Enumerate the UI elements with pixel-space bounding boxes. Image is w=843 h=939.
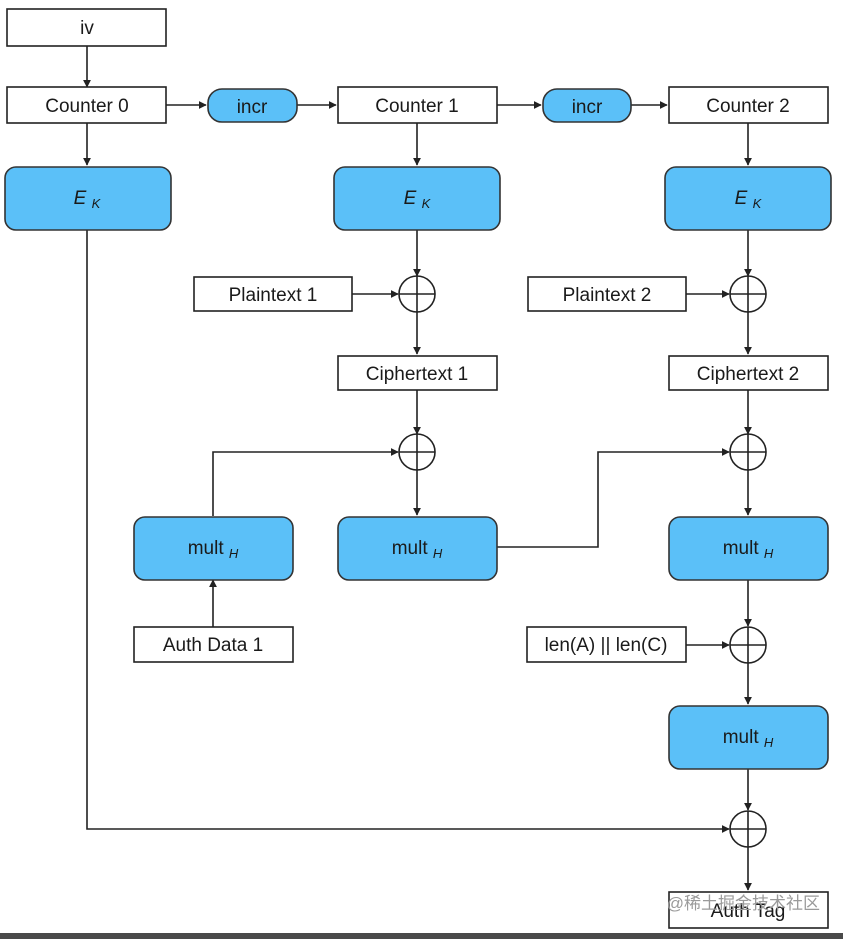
ek-subscript: K — [753, 196, 763, 211]
plaintext-2-label: Plaintext 2 — [563, 285, 652, 306]
mult-subscript: H — [433, 546, 443, 561]
ek-label: E — [735, 188, 748, 209]
ek-label: E — [74, 188, 87, 209]
auth-tag-box: Auth Tag — [668, 891, 829, 929]
ek-subscript: K — [422, 196, 432, 211]
mult-label: mult — [723, 727, 760, 748]
ciphertext-1-box: Ciphertext 1 — [337, 355, 498, 391]
wire-ek0-final-xor — [86, 230, 730, 833]
auth-data-1-label: Auth Data 1 — [163, 635, 263, 656]
mult-subscript: H — [229, 546, 239, 561]
xor-icon — [398, 433, 436, 471]
ek-block-2: E K — [664, 166, 832, 231]
xor-icon — [729, 433, 767, 471]
svg-text:mult H: mult H — [723, 538, 774, 561]
xor-icon — [398, 275, 436, 313]
counter-0-label: Counter 0 — [45, 96, 128, 117]
wire-multB-xor — [497, 448, 730, 548]
ek-block-0: E K — [4, 166, 172, 231]
mult-block-1: mult H — [337, 516, 498, 581]
counter-1-label: Counter 1 — [375, 96, 458, 117]
iv-label: iv — [80, 18, 94, 39]
ciphertext-2-label: Ciphertext 2 — [697, 364, 799, 385]
plaintext-1-label: Plaintext 1 — [229, 285, 318, 306]
mult-label: mult — [723, 538, 760, 559]
auth-data-1-box: Auth Data 1 — [133, 626, 294, 663]
xor-icon — [729, 626, 767, 664]
ek-block-1: E K — [333, 166, 501, 231]
plaintext-1-box: Plaintext 1 — [193, 276, 353, 312]
len-box: len(A) || len(C) — [526, 626, 687, 663]
svg-text:E K: E K — [74, 188, 102, 211]
mult-label: mult — [188, 538, 225, 559]
counter-0-box: Counter 0 — [6, 86, 167, 124]
len-label: len(A) || len(C) — [545, 635, 668, 656]
mult-subscript: H — [764, 735, 774, 750]
ek-subscript: K — [92, 196, 102, 211]
incr-block-1: incr — [207, 88, 298, 123]
svg-text:E K: E K — [404, 188, 432, 211]
svg-text:mult H: mult H — [723, 727, 774, 750]
ek-label: E — [404, 188, 417, 209]
wire-multA-xor — [212, 448, 399, 516]
ciphertext-1-label: Ciphertext 1 — [366, 364, 468, 385]
mult-block-auth: mult H — [133, 516, 294, 581]
counter-2-box: Counter 2 — [668, 86, 829, 124]
svg-text:mult H: mult H — [188, 538, 239, 561]
mult-block-3: mult H — [668, 705, 829, 770]
svg-text:E K: E K — [735, 188, 763, 211]
plaintext-2-box: Plaintext 2 — [527, 276, 687, 312]
xor-icon — [729, 275, 767, 313]
ciphertext-2-box: Ciphertext 2 — [668, 355, 829, 391]
watermark: @稀土掘金技术社区 — [667, 894, 820, 913]
bottom-border — [0, 933, 843, 939]
counter-1-box: Counter 1 — [337, 86, 498, 124]
wires — [83, 46, 752, 891]
incr-label: incr — [237, 97, 268, 118]
incr-label: incr — [572, 97, 603, 118]
mult-label: mult — [392, 538, 429, 559]
auth-tag-label: Auth Tag — [711, 901, 786, 922]
xor-icon — [729, 810, 767, 848]
iv-box: iv — [6, 8, 167, 47]
counter-2-label: Counter 2 — [706, 96, 789, 117]
mult-subscript: H — [764, 546, 774, 561]
incr-block-2: incr — [542, 88, 632, 123]
mult-block-2: mult H — [668, 516, 829, 581]
svg-text:mult H: mult H — [392, 538, 443, 561]
